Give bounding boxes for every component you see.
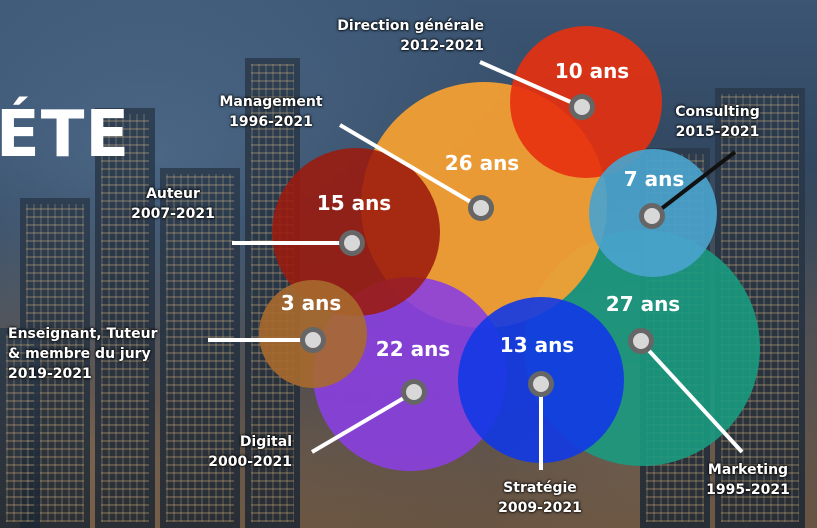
label-management-name: Management [219, 94, 323, 110]
label-consulting-name: Consulting [675, 104, 760, 120]
knob-enseignant [300, 327, 326, 353]
label-enseignant-line1: Enseignant, Tuteur [8, 326, 158, 342]
connector-digital [310, 390, 416, 454]
connector-consulting [650, 150, 737, 218]
label-consulting-period: 2015-2021 [675, 124, 760, 140]
knob-management [468, 195, 494, 221]
label-direction: Direction générale 2012-2021 [292, 16, 484, 56]
years-direction: 10 ans [555, 59, 629, 83]
connector-marketing [639, 340, 744, 454]
label-enseignant-period: 2019-2021 [8, 366, 92, 382]
connector-management [338, 123, 483, 210]
label-marketing-period: 1995-2021 [706, 482, 790, 498]
label-management-period: 1996-2021 [229, 114, 313, 130]
knob-marketing [628, 328, 654, 354]
label-marketing: Marketing 1995-2021 [688, 460, 808, 500]
knob-auteur [339, 230, 365, 256]
label-digital-period: 2000-2021 [208, 454, 292, 470]
knob-digital [401, 379, 427, 405]
label-enseignant: Enseignant, Tuteur & membre du jury 2019… [8, 324, 208, 384]
title-fragment: ÉTE [0, 98, 131, 172]
label-strategie: Stratégie 2009-2021 [480, 478, 600, 518]
label-management: Management 1996-2021 [196, 92, 346, 132]
years-consulting: 7 ans [624, 167, 685, 191]
knob-direction [569, 94, 595, 120]
label-digital: Digital 2000-2021 [184, 432, 292, 472]
label-enseignant-line2: & membre du jury [8, 346, 151, 362]
label-strategie-period: 2009-2021 [498, 500, 582, 516]
label-auteur: Auteur 2007-2021 [118, 184, 228, 224]
years-strategie: 13 ans [500, 333, 574, 357]
knob-strategie [528, 371, 554, 397]
label-direction-name: Direction générale [337, 18, 484, 34]
knob-consulting [639, 203, 665, 229]
label-auteur-period: 2007-2021 [131, 206, 215, 222]
label-auteur-name: Auteur [146, 186, 200, 202]
label-strategie-name: Stratégie [503, 480, 577, 496]
years-marketing: 27 ans [606, 292, 680, 316]
years-enseignant: 3 ans [281, 291, 342, 315]
years-management: 26 ans [445, 151, 519, 175]
years-auteur: 15 ans [317, 191, 391, 215]
label-marketing-name: Marketing [707, 462, 789, 478]
connector-direction [479, 60, 583, 109]
label-digital-name: Digital [239, 434, 292, 450]
years-digital: 22 ans [376, 337, 450, 361]
label-direction-period: 2012-2021 [400, 38, 484, 54]
label-consulting: Consulting 2015-2021 [660, 102, 775, 142]
